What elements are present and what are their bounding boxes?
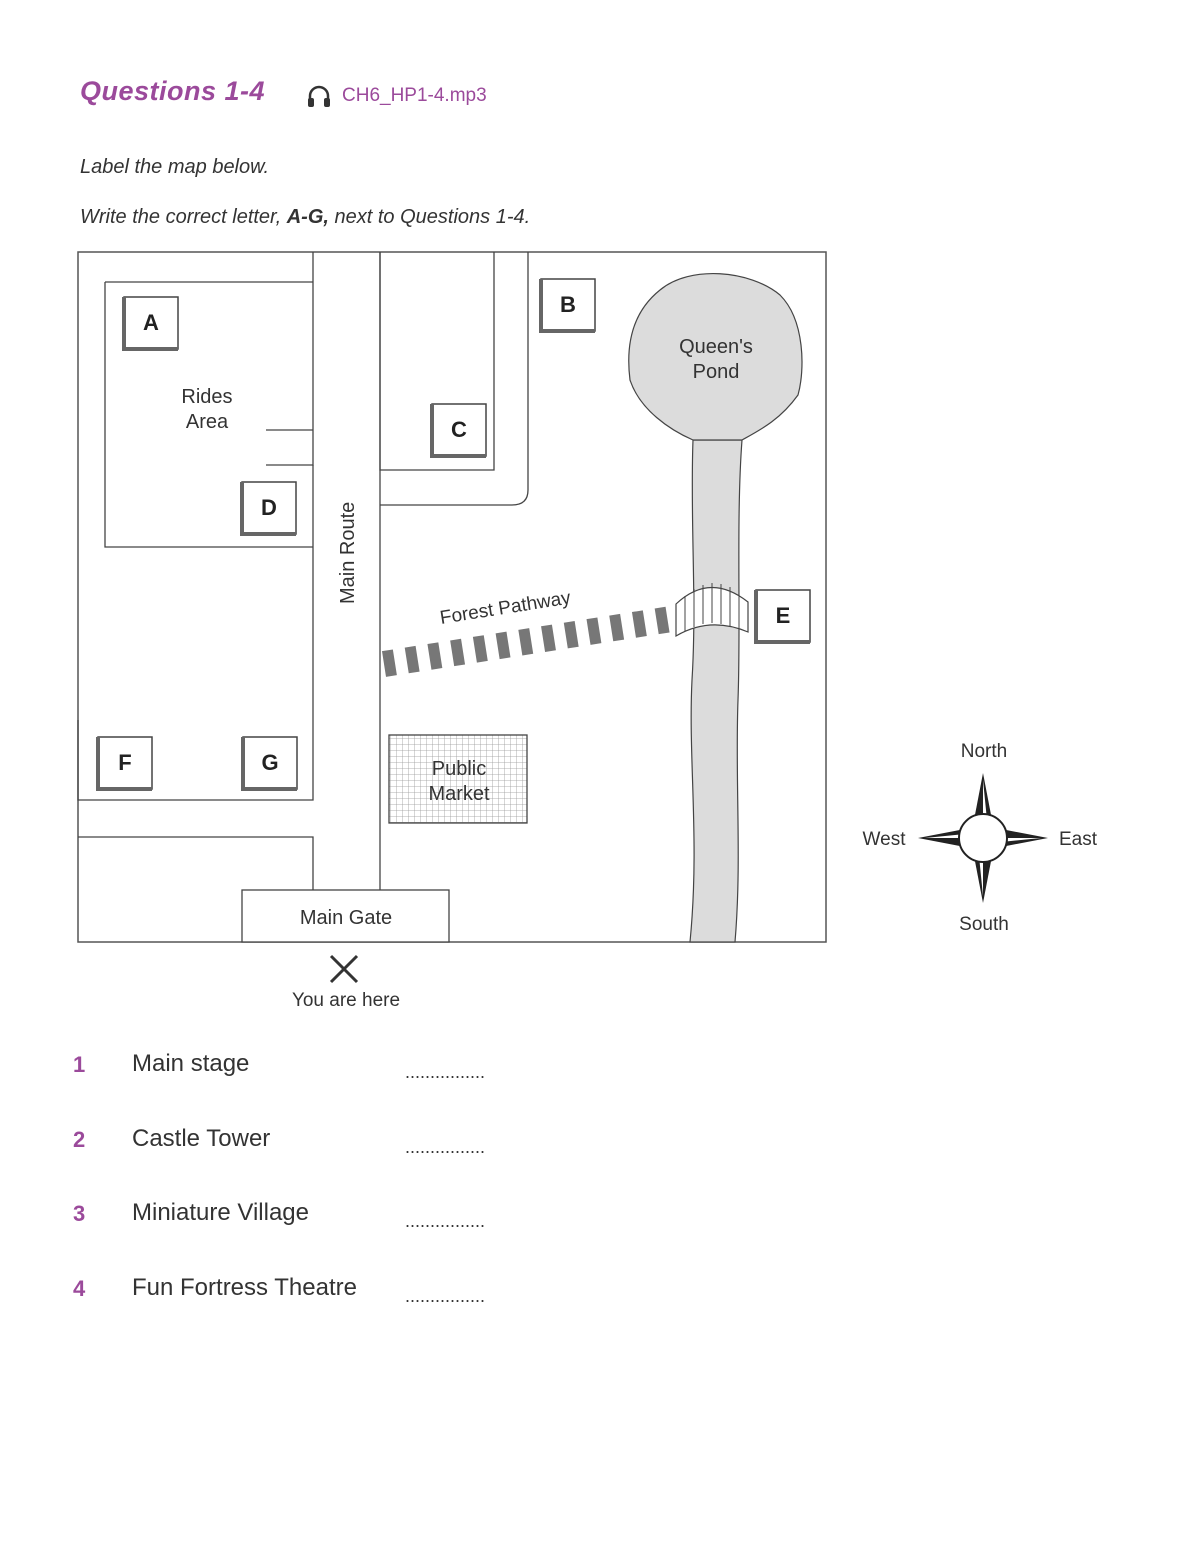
rides-area-label-2: Area xyxy=(186,411,229,433)
svg-text:G: G xyxy=(261,750,278,775)
letter-box-f: F xyxy=(96,736,153,791)
public-market-label-1: Public xyxy=(432,758,486,780)
instruction-post: next to Questions 1-4. xyxy=(328,206,531,228)
letter-box-d: D xyxy=(240,481,297,536)
audio-track[interactable]: CH6_HP1-4.mp3 xyxy=(306,84,487,108)
rides-area-label-1: Rides xyxy=(181,386,232,408)
question-text: Fun Fortress Theatre xyxy=(132,1274,357,1301)
answer-blank[interactable]: ................ xyxy=(405,1137,486,1157)
question-number: 1 xyxy=(73,1052,86,1077)
instruction-pre: Write the correct letter, xyxy=(80,206,287,228)
svg-text:E: E xyxy=(776,603,791,628)
compass-rose-icon xyxy=(918,773,1048,903)
question-text: Main stage xyxy=(132,1050,250,1077)
letter-box-b: B xyxy=(539,278,596,333)
queens-pond xyxy=(628,273,803,441)
audio-file-label: CH6_HP1-4.mp3 xyxy=(342,85,487,106)
main-route-label: Main Route xyxy=(337,502,359,604)
instruction-range: A-G, xyxy=(286,206,329,228)
question-text: Castle Tower xyxy=(132,1125,271,1152)
svg-text:A: A xyxy=(143,310,159,335)
compass-east: East xyxy=(1059,829,1098,850)
letter-box-a: A xyxy=(122,296,179,351)
letter-box-g: G xyxy=(241,736,298,791)
answer-blank[interactable]: ................ xyxy=(405,1211,486,1231)
instruction-line-1: Label the map below. xyxy=(80,156,270,178)
you-are-here-marker-icon xyxy=(329,954,359,984)
forest-pathway xyxy=(381,605,681,677)
public-market-label-2: Market xyxy=(428,783,490,805)
svg-text:C: C xyxy=(451,417,467,442)
question-text: Miniature Village xyxy=(132,1199,309,1226)
page-title: Questions 1-4 xyxy=(80,76,266,106)
bridge xyxy=(675,583,749,638)
pond-label-2: Pond xyxy=(693,361,740,383)
compass-north: North xyxy=(961,741,1007,762)
answer-blank[interactable]: ................ xyxy=(405,1062,486,1082)
question-number: 2 xyxy=(73,1127,86,1152)
headphones-icon xyxy=(308,85,330,107)
svg-text:D: D xyxy=(261,495,277,520)
instruction-line-2: Write the correct letter, A-G, next to Q… xyxy=(80,206,530,229)
forest-pathway-label: Forest Pathway xyxy=(438,587,572,628)
park-map: Queen's Pond Rides Area Main Route Main … xyxy=(77,251,1098,1011)
letter-box-e: E xyxy=(754,589,811,644)
compass-south: South xyxy=(959,914,1009,935)
svg-text:B: B xyxy=(560,292,576,317)
map-border xyxy=(77,251,827,943)
main-gate xyxy=(241,889,450,943)
river xyxy=(689,439,743,943)
pond-label-1: Queen's xyxy=(679,336,753,358)
answer-blank[interactable]: ................ xyxy=(405,1286,486,1306)
compass-west: West xyxy=(863,829,907,850)
you-are-here-label: You are here xyxy=(292,990,400,1011)
question-number: 3 xyxy=(73,1201,86,1226)
main-gate-label: Main Gate xyxy=(300,907,392,929)
svg-text:F: F xyxy=(118,750,131,775)
public-market xyxy=(388,734,528,824)
letter-box-c: C xyxy=(430,403,487,458)
question-number: 4 xyxy=(73,1276,86,1301)
